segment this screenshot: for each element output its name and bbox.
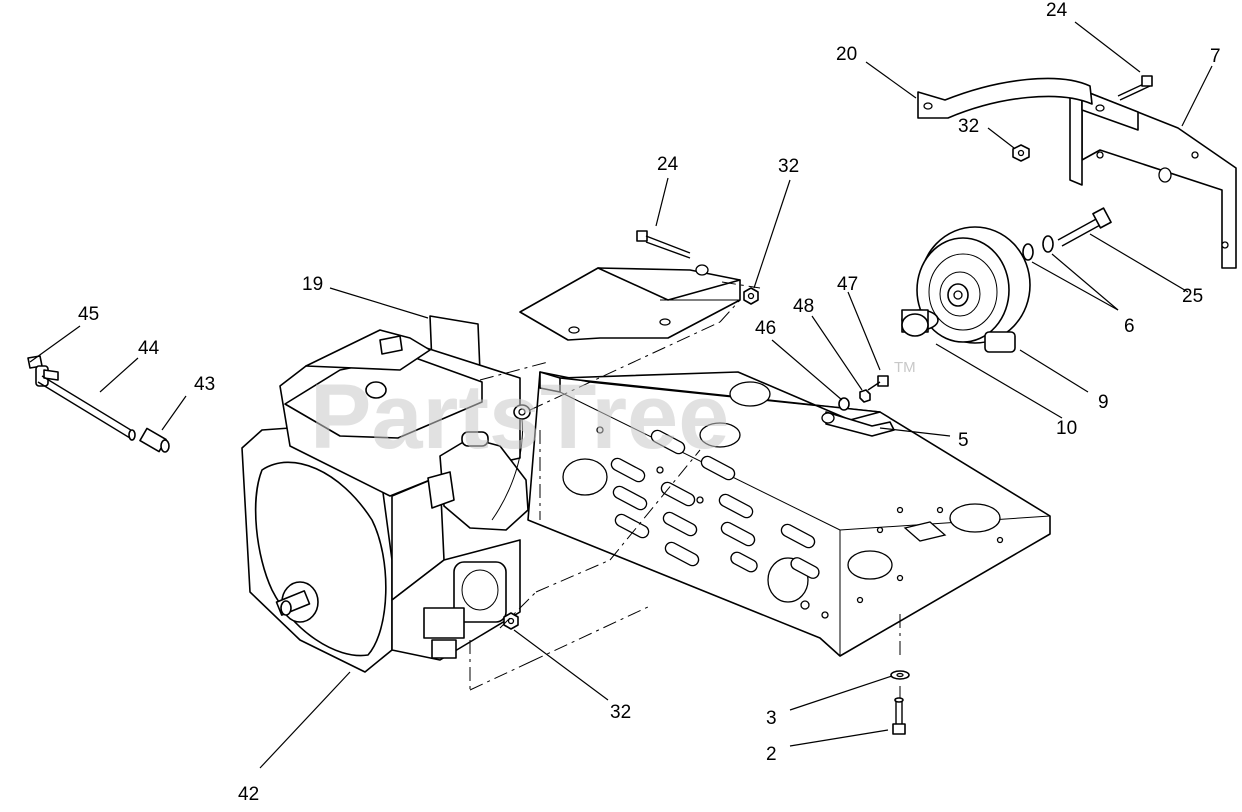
callout-46: 46 bbox=[755, 318, 776, 339]
callout-24-top: 24 bbox=[1046, 0, 1068, 21]
callout-19: 19 bbox=[302, 274, 323, 295]
callout-45: 45 bbox=[78, 304, 99, 325]
engine bbox=[241, 329, 531, 673]
bolt-24-upper bbox=[1117, 75, 1153, 101]
hardware-stack bbox=[838, 375, 889, 411]
callout-32-top: 32 bbox=[958, 116, 979, 137]
nut-32-upper bbox=[1012, 144, 1030, 162]
clutch-mount-bracket bbox=[1069, 87, 1237, 269]
svg-text:TM: TM bbox=[894, 359, 916, 376]
assembly-centerlines bbox=[469, 281, 901, 698]
callout-6: 6 bbox=[1124, 316, 1135, 337]
svg-text:PartsTree: PartsTree bbox=[310, 366, 729, 468]
electric-clutch bbox=[916, 226, 1031, 353]
callout-5: 5 bbox=[958, 430, 969, 451]
engine-mount-bracket bbox=[519, 264, 741, 341]
callout-32-mid: 32 bbox=[778, 156, 799, 177]
bolt-24-middle bbox=[636, 230, 691, 259]
callout-20: 20 bbox=[836, 44, 857, 65]
callout-47: 47 bbox=[837, 274, 858, 295]
callout-2: 2 bbox=[766, 744, 777, 765]
tube-connector bbox=[139, 427, 170, 453]
callout-25: 25 bbox=[1182, 286, 1203, 307]
frame-weldment bbox=[527, 371, 1051, 657]
partstree-watermark: PartsTree TM bbox=[310, 359, 916, 468]
fuel-tube bbox=[37, 375, 136, 441]
callout-labels: 24 7 20 32 24 32 19 25 47 48 6 45 46 44 … bbox=[78, 0, 1221, 805]
nut-32-middle bbox=[743, 287, 759, 305]
clutch-spacer bbox=[901, 309, 939, 337]
bolt-2 bbox=[892, 697, 906, 735]
callout-43: 43 bbox=[194, 374, 215, 395]
callout-24-mid: 24 bbox=[657, 154, 679, 175]
bent-support-arm bbox=[917, 77, 1093, 119]
callout-10: 10 bbox=[1056, 418, 1077, 439]
clutch-bolt bbox=[1057, 207, 1112, 247]
nut-32-lower bbox=[503, 612, 519, 630]
callout-42: 42 bbox=[238, 784, 259, 805]
callout-3: 3 bbox=[766, 708, 777, 729]
callout-32-bottom: 32 bbox=[610, 702, 631, 723]
clutch-washers bbox=[1022, 235, 1054, 261]
callout-48: 48 bbox=[793, 296, 814, 317]
washer-3 bbox=[890, 670, 910, 680]
callout-7: 7 bbox=[1210, 46, 1221, 67]
leader-lines bbox=[29, 21, 1213, 769]
callout-9: 9 bbox=[1098, 392, 1109, 413]
callout-44: 44 bbox=[138, 338, 160, 359]
